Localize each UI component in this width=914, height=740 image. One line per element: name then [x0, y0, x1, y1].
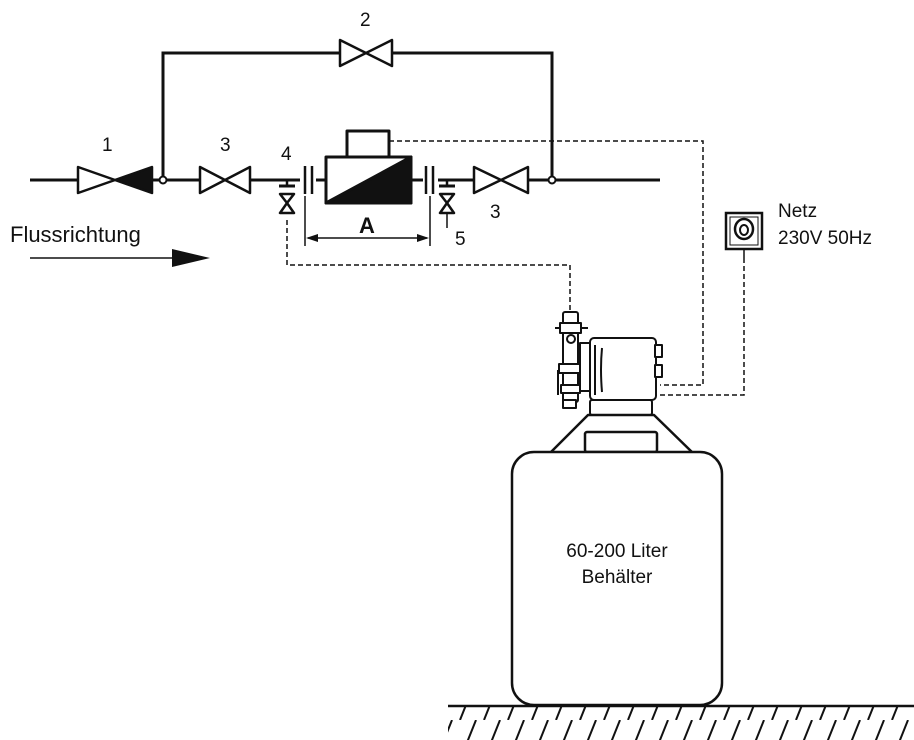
flanges — [303, 166, 435, 194]
label-tap-5: 5 — [455, 229, 466, 250]
signal-lines — [286, 140, 745, 396]
label-tank-line1: 60-200 Liter — [566, 541, 668, 562]
valve-3-left-icon — [198, 165, 252, 195]
valve-2-icon — [338, 38, 394, 68]
tap-4-icon — [278, 180, 296, 215]
valve-1-icon — [76, 165, 154, 195]
valve-3-right-icon — [472, 165, 530, 195]
dimension-a — [304, 196, 431, 246]
label-valve-1: 1 — [102, 135, 113, 156]
label-valve-3-right: 3 — [490, 202, 501, 223]
mains-socket-icon — [724, 211, 764, 258]
label-valve-2: 2 — [360, 10, 371, 31]
label-flow-direction: Flussrichtung — [10, 222, 141, 247]
junctions — [158, 175, 557, 185]
sensor-icon — [324, 129, 413, 205]
label-mains-line2: 230V 50Hz — [778, 228, 872, 249]
bypass-pipe — [161, 51, 554, 180]
flow-direction-arrow — [30, 249, 210, 267]
label-dimension-a: A — [359, 213, 375, 238]
label-valve-3-left: 3 — [220, 135, 231, 156]
dosing-pump-icon — [555, 311, 663, 416]
tank-icon — [510, 413, 724, 707]
label-mains-line1: Netz — [778, 201, 817, 222]
label-tap-4: 4 — [281, 144, 292, 165]
ground — [448, 704, 914, 740]
tap-5-icon — [438, 180, 456, 228]
label-tank-line2: Behälter — [582, 567, 653, 588]
